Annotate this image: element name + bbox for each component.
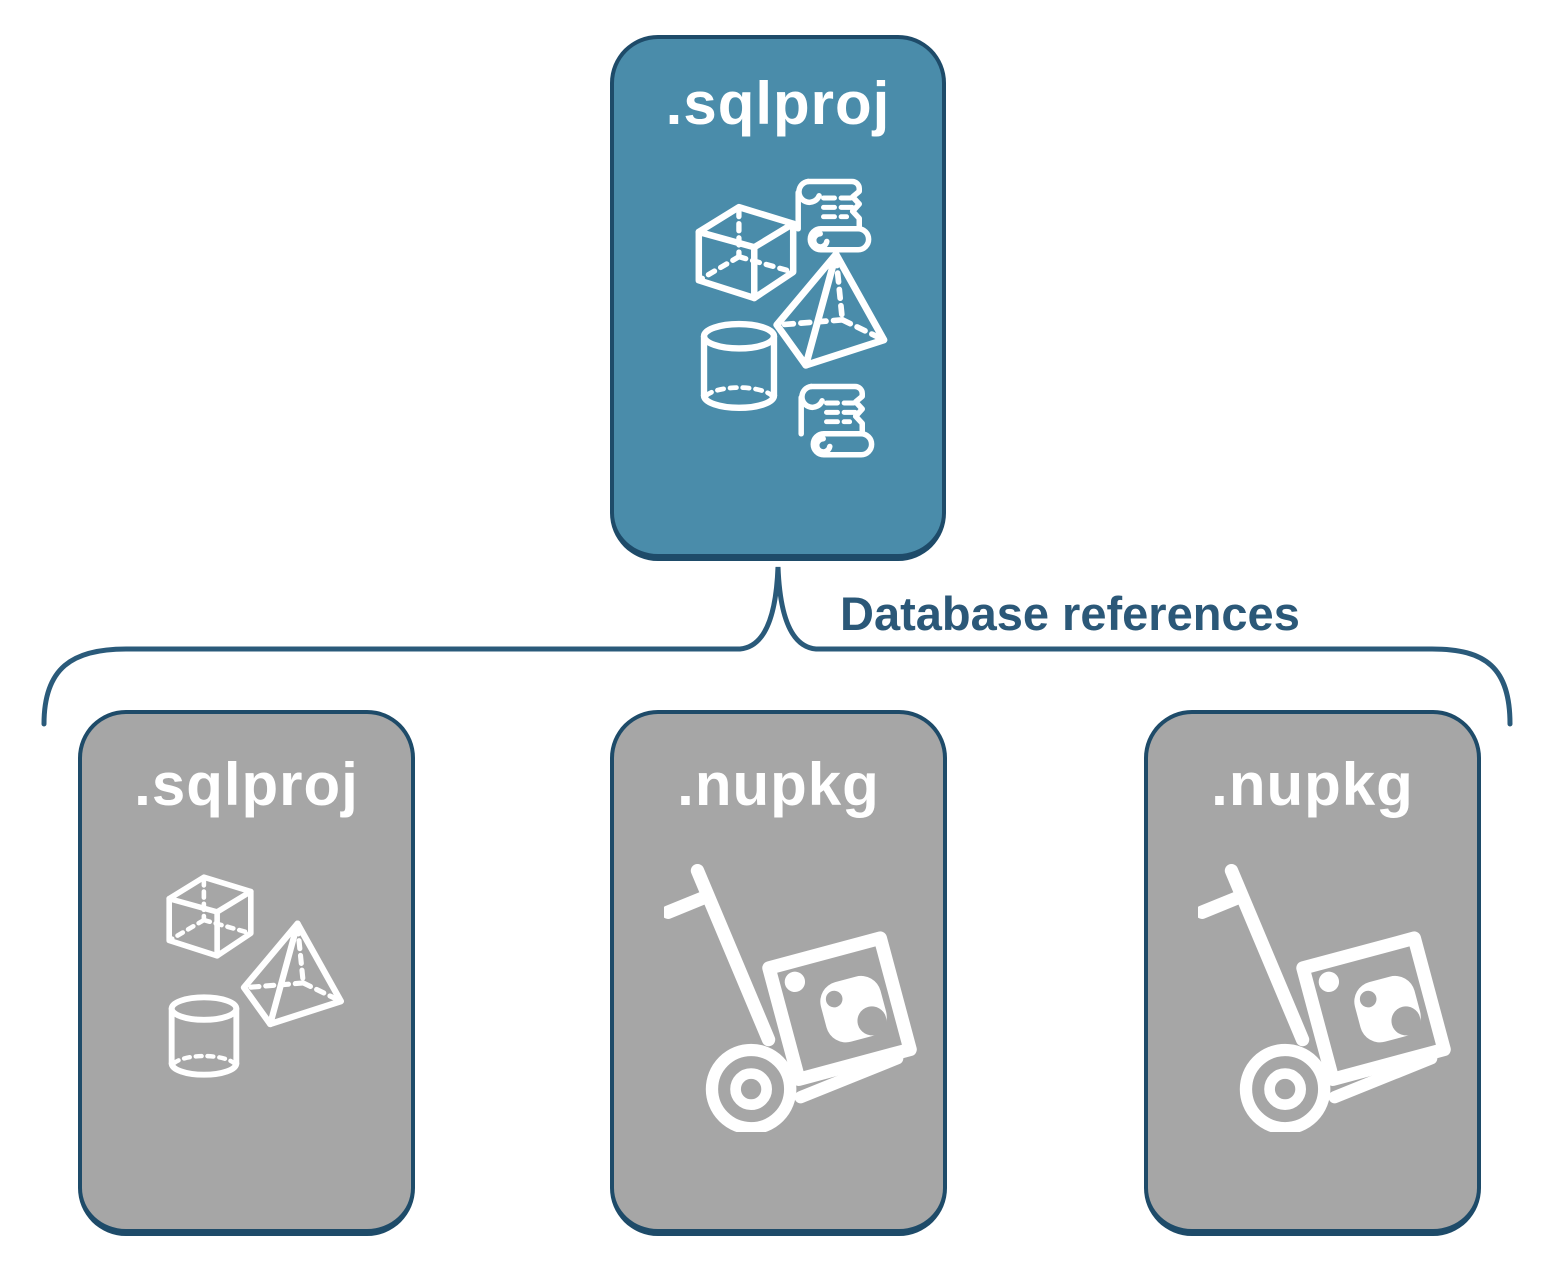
relationship-label: Database references [840,587,1300,640]
cylinder-icon [168,994,240,1078]
pyramid-icon [240,920,345,1028]
child-box-title: .nupkg [677,751,880,818]
parent-box-sqlproj: .sqlproj [610,35,946,561]
child-box-sqlproj: .sqlproj [78,710,415,1236]
child-box-nupkg: .nupkg [1144,710,1481,1236]
nuget-handtruck-package-icon [664,864,917,1132]
child-box-title: .nupkg [1211,751,1414,818]
parent-box-title: .sqlproj [665,70,891,137]
script-scroll-icon [795,178,872,253]
cube-icon [166,874,254,959]
child-box-title: .sqlproj [134,751,359,818]
pyramid-icon [773,250,888,369]
script-scroll-icon [798,383,875,458]
cube-icon [695,203,797,302]
nuget-handtruck-package-icon [1198,864,1451,1132]
cylinder-icon [700,320,778,411]
child-box-nupkg: .nupkg [610,710,947,1236]
